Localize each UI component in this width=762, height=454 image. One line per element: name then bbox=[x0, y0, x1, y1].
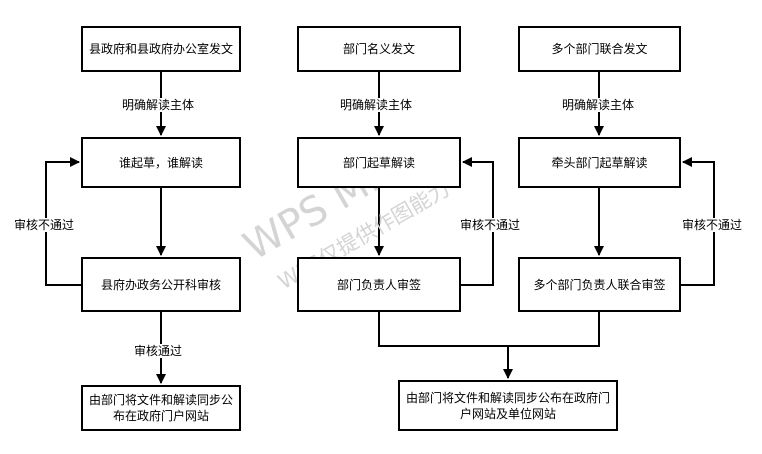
node-c3-source: 多个部门联合发文 bbox=[518, 26, 681, 72]
node-c1-review: 县府办政务公开科审核 bbox=[81, 257, 241, 312]
label-c2-reject: 审核不通过 bbox=[458, 218, 523, 232]
node-c2-source: 部门名义发文 bbox=[297, 26, 461, 72]
label-c1-pass: 审核通过 bbox=[132, 344, 185, 358]
node-c1-source: 县政府和县政府办公室发文 bbox=[81, 26, 241, 72]
label-c3-subject: 明确解读主体 bbox=[560, 98, 637, 112]
label-c1-subject: 明确解读主体 bbox=[120, 98, 197, 112]
node-c1-publish: 由部门将文件和解读同步公布在政府门户网站 bbox=[81, 385, 241, 431]
node-c2-sign: 部门负责人审签 bbox=[297, 257, 461, 312]
label-c1-reject: 审核不通过 bbox=[12, 218, 77, 232]
node-c1-draft: 谁起草，谁解读 bbox=[81, 137, 241, 188]
node-c3-sign: 多个部门负责人联合审签 bbox=[518, 257, 681, 312]
node-c2-draft: 部门起草解读 bbox=[297, 137, 461, 188]
merge-connector bbox=[378, 312, 600, 347]
node-c3-draft: 牵头部门起草解读 bbox=[518, 137, 681, 188]
label-c3-reject: 审核不通过 bbox=[680, 218, 745, 232]
label-c2-subject: 明确解读主体 bbox=[338, 98, 415, 112]
node-merged-publish: 由部门将文件和解读同步公布在政府门户网站及单位网站 bbox=[398, 380, 618, 431]
